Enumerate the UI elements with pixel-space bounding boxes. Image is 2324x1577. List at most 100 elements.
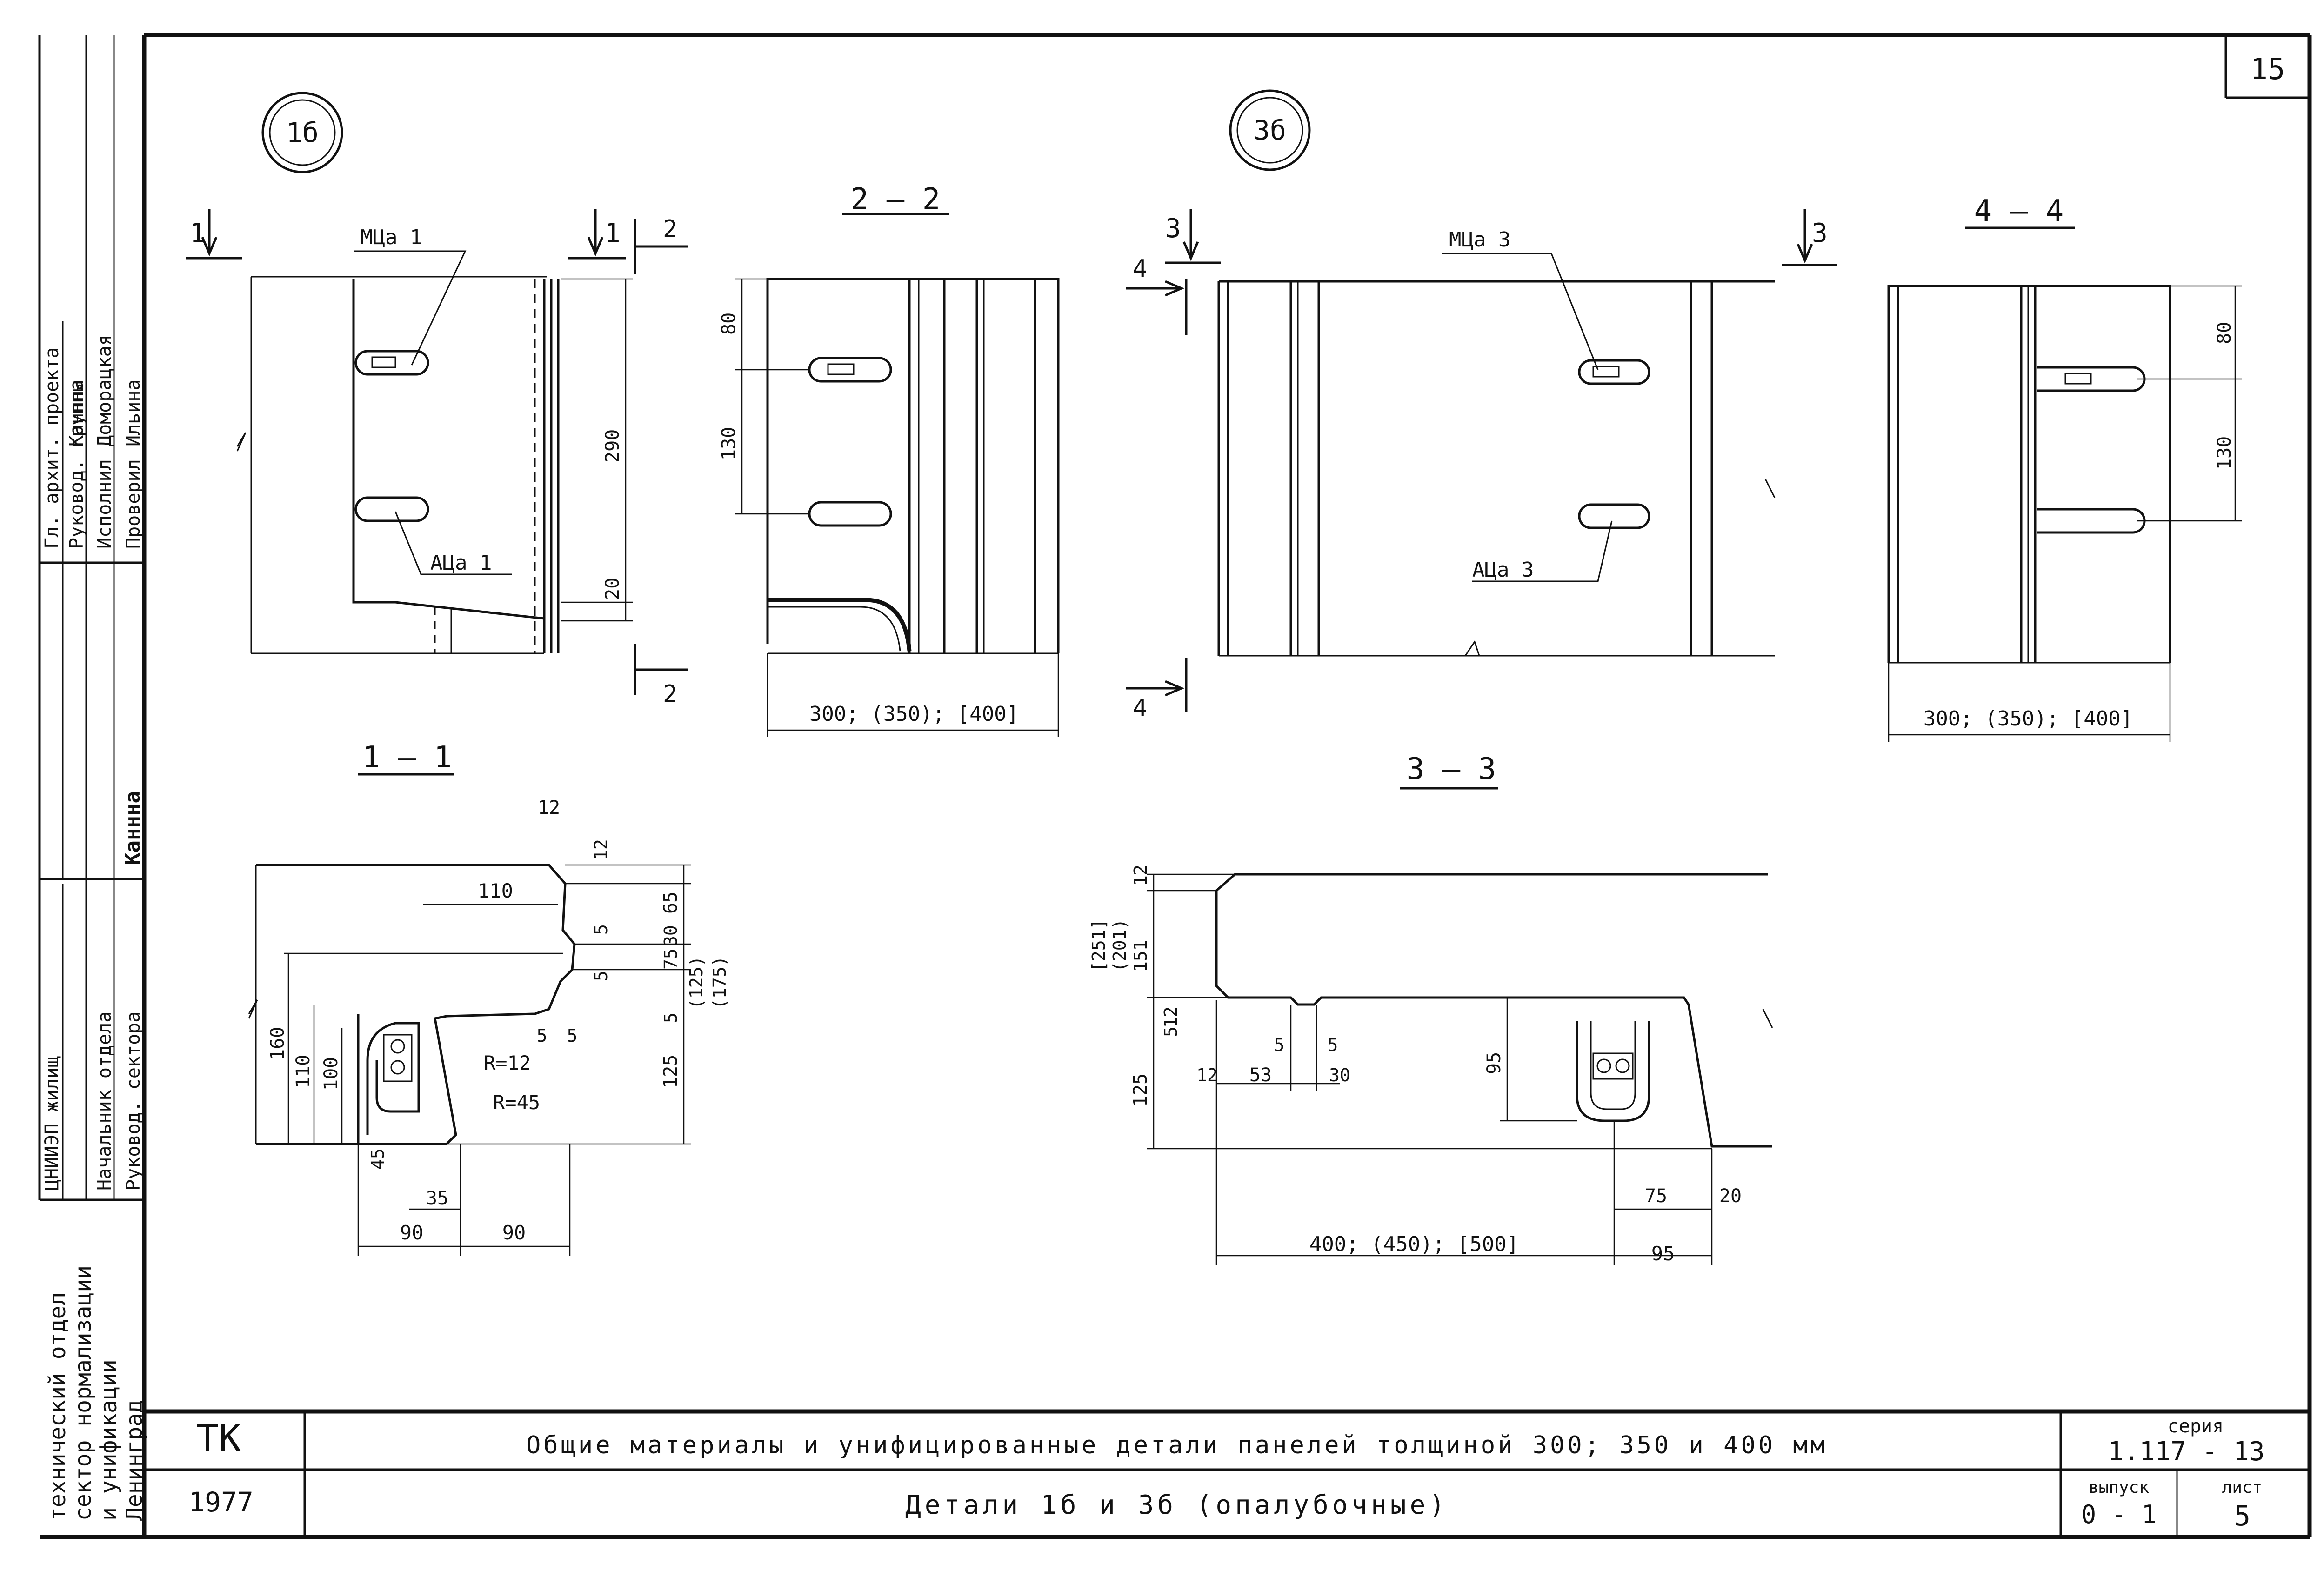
radius-12: R=12 bbox=[484, 1051, 531, 1074]
dim-12-b: 12 bbox=[591, 839, 611, 860]
sheet-frame bbox=[40, 33, 2312, 1539]
detail-marker-3b bbox=[1229, 89, 1311, 171]
detail-1b-label: 1б bbox=[286, 117, 319, 148]
dim-160: 160 bbox=[267, 1027, 288, 1060]
stamp-role-2: Руковод. группы bbox=[66, 381, 87, 549]
dim-251: [251] bbox=[1089, 919, 1109, 972]
dim-12-d: 12 bbox=[1161, 1006, 1181, 1028]
dim-80-b: 80 bbox=[2214, 322, 2235, 344]
sec-3-right: 3 bbox=[1812, 218, 1828, 248]
dim-12-a: 12 bbox=[538, 797, 560, 818]
dim-125-a: 125 bbox=[660, 1055, 681, 1088]
title-4-4: 4 — 4 bbox=[1974, 194, 2064, 228]
callout-mca1: МЦа 1 bbox=[361, 226, 422, 249]
stamp-name-2: Доморацкая bbox=[94, 334, 115, 446]
section-2-2 bbox=[735, 213, 1060, 737]
elevation-3b bbox=[1126, 209, 1837, 712]
dim-95-b: 95 bbox=[1651, 1242, 1675, 1265]
sec-3-left: 3 bbox=[1165, 213, 1181, 244]
dim-5-a: 5 bbox=[591, 924, 611, 935]
title-code: ТК bbox=[196, 1417, 241, 1460]
dim-5-d: 5 bbox=[537, 1025, 548, 1046]
dim-5-h: 5 bbox=[1328, 1035, 1338, 1055]
dim-100: 100 bbox=[321, 1057, 342, 1091]
dim-12-e: 12 bbox=[1196, 1065, 1218, 1085]
sec-1-left: 1 bbox=[190, 218, 206, 248]
sec-4-top: 4 bbox=[1133, 255, 1147, 283]
dim-110-a: 110 bbox=[478, 879, 513, 902]
title-2-2: 2 — 2 bbox=[851, 182, 941, 217]
sec-2-bottom: 2 bbox=[663, 680, 677, 708]
dim-80-a: 80 bbox=[718, 313, 740, 335]
dim-110-b: 110 bbox=[293, 1055, 314, 1088]
dim-130-b: 130 bbox=[2214, 436, 2235, 470]
dim-5-c: 5 bbox=[661, 1012, 681, 1023]
callout-aca1: АЦа 1 bbox=[430, 551, 492, 575]
dim-75-b: 75 bbox=[1645, 1185, 1667, 1207]
issue-label: выпуск bbox=[2089, 1478, 2149, 1497]
dim-5-b: 5 bbox=[591, 971, 611, 981]
stamp-name-1: Каннна bbox=[66, 379, 87, 447]
stamp-org-line-2: сектор нормализации bbox=[70, 1265, 96, 1521]
dim-20: 20 bbox=[602, 578, 623, 600]
sec-1-right: 1 bbox=[605, 218, 621, 248]
dim-65: 65 bbox=[660, 892, 681, 914]
stamp-org-line-4: Ленинград bbox=[121, 1400, 147, 1521]
dim-5-f: 5 bbox=[1161, 1026, 1181, 1037]
callout-mca3: МЦа 3 bbox=[1449, 228, 1510, 252]
section-3-3 bbox=[1147, 787, 1773, 1265]
sheet-value: 5 bbox=[2234, 1500, 2251, 1532]
dim-width-2-2: 300; (350); [400] bbox=[809, 702, 1019, 726]
dim-75: 75 bbox=[661, 948, 681, 970]
elevation-1b bbox=[186, 209, 688, 695]
dim-30-b: 30 bbox=[1329, 1065, 1350, 1085]
callout-aca3: АЦа 3 bbox=[1472, 558, 1534, 582]
dim-5-g: 5 bbox=[1274, 1035, 1285, 1055]
title-line-1: Общие материалы и унифицированные детали… bbox=[526, 1431, 1828, 1459]
section-1-1 bbox=[248, 773, 691, 1256]
dim-width-3-3: 400; (450); [500] bbox=[1309, 1232, 1519, 1256]
dim-130-a: 130 bbox=[718, 427, 740, 460]
section-4-4 bbox=[1887, 226, 2242, 742]
stamp-role-6: Руковод. сектора bbox=[123, 1011, 144, 1191]
dim-151: 151 bbox=[1130, 940, 1151, 972]
stamp-role-3: Исполнил bbox=[94, 459, 115, 549]
dim-45: 45 bbox=[367, 1148, 388, 1170]
dim-12-c: 12 bbox=[1130, 865, 1151, 886]
stamp-org-line-1: технический отдел bbox=[45, 1292, 71, 1521]
dim-35: 35 bbox=[426, 1188, 448, 1209]
stamp-name-3: Ильина bbox=[123, 379, 144, 447]
sec-4-bottom: 4 bbox=[1133, 694, 1147, 722]
stamp-org-line-3: и унификации bbox=[96, 1359, 122, 1521]
dim-width-4-4: 300; (350); [400] bbox=[1923, 707, 2133, 731]
series-label: серия bbox=[2168, 1416, 2224, 1437]
dim-125p: (125) bbox=[686, 956, 707, 1009]
dim-90-b: 90 bbox=[502, 1221, 526, 1244]
sheet-number: 15 bbox=[2251, 52, 2285, 86]
title-1-1: 1 — 1 bbox=[362, 740, 452, 775]
dim-290: 290 bbox=[602, 429, 623, 463]
title-year: 1977 bbox=[188, 1486, 254, 1518]
dim-90-a: 90 bbox=[400, 1221, 424, 1244]
series-value: 1.117 - 13 bbox=[2108, 1437, 2264, 1467]
dim-53: 53 bbox=[1249, 1065, 1272, 1086]
dim-201: (201) bbox=[1109, 919, 1130, 972]
stamp-text: Гл. архит. проекта Руковод. группы Испол… bbox=[41, 334, 147, 1521]
dim-95-a: 95 bbox=[1483, 1052, 1505, 1074]
stamp-role-1: Гл. архит. проекта bbox=[41, 347, 63, 549]
detail-3b-label: 3б bbox=[1254, 114, 1286, 146]
dim-5-e: 5 bbox=[567, 1025, 578, 1046]
dim-175p: (175) bbox=[709, 956, 730, 1009]
detail-marker-1b bbox=[261, 92, 343, 173]
stamp-org-short: ЦНИИЭП жилищ bbox=[41, 1056, 63, 1191]
dim-125-b: 125 bbox=[1130, 1073, 1151, 1107]
sec-2-top: 2 bbox=[663, 215, 677, 243]
radius-45: R=45 bbox=[493, 1091, 540, 1114]
title-line-2: Детали 1б и 3б (опалубочные) bbox=[905, 1490, 1449, 1520]
dim-30: 30 bbox=[661, 925, 681, 946]
title-block bbox=[144, 1409, 2310, 1537]
stamp-role-5: Начальник отдела bbox=[94, 1011, 115, 1191]
stamp-name-4: Каннна bbox=[121, 791, 145, 865]
sheet-label: лист bbox=[2222, 1478, 2263, 1497]
